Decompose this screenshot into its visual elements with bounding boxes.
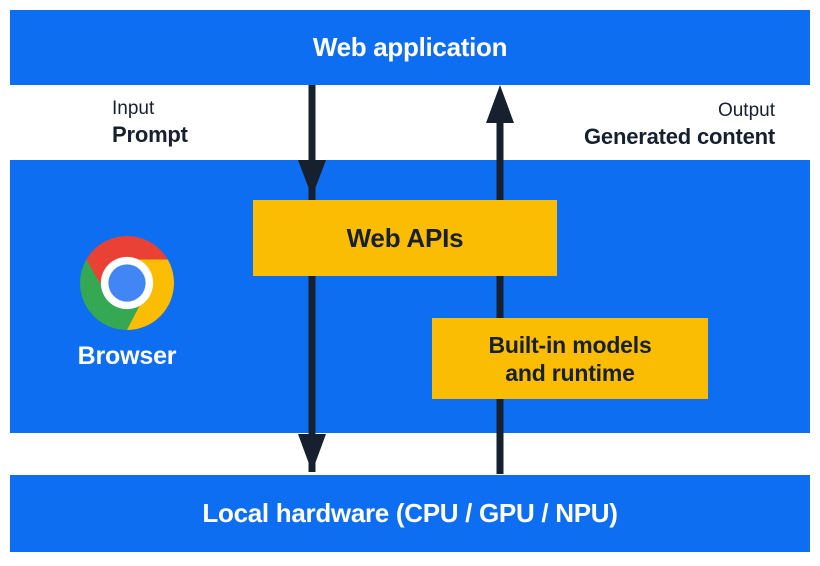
output-label-group: Output Generated content (584, 99, 775, 150)
chrome-logo-red-segment (86, 235, 168, 295)
web-apis-label: Web APIs (346, 222, 464, 253)
output-value-label: Generated content (584, 124, 775, 149)
chrome-logo-icon (80, 235, 174, 331)
web-application-label: Web application (312, 32, 508, 62)
web-application-band: Web application (10, 10, 810, 85)
web-apis-box: Web APIs (253, 200, 557, 276)
output-arrowhead-to-web-app (486, 85, 514, 123)
chrome-logo-blue-center (108, 264, 146, 302)
local-hardware-band: Local hardware (CPU / GPU / NPU) (10, 475, 810, 552)
builtin-models-box: Built-in models and runtime (432, 318, 708, 399)
input-caption: Input (112, 98, 155, 119)
browser-label: Browser (77, 342, 177, 370)
input-arrowhead-to-web-apis (298, 160, 326, 197)
input-arrowhead-to-hardware (298, 434, 326, 472)
input-label-group: Input Prompt (112, 97, 188, 148)
builtin-models-label: Built-in models and runtime (488, 331, 652, 386)
local-hardware-label: Local hardware (CPU / GPU / NPU) (202, 498, 618, 528)
input-value-label: Prompt (112, 122, 188, 147)
output-caption: Output (717, 100, 775, 121)
